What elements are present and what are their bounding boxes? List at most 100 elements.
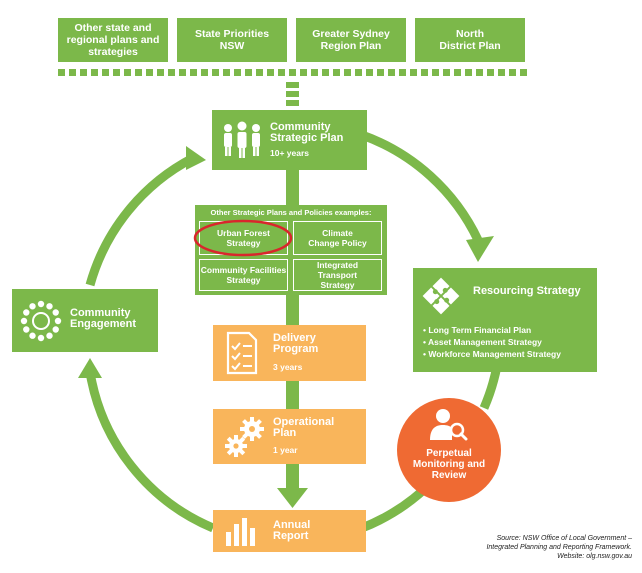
- dot: [58, 69, 65, 76]
- dot: [421, 69, 428, 76]
- community-engagement-box: Community Engagement: [12, 289, 158, 352]
- engagement-title: Community Engagement: [70, 307, 137, 330]
- dot: [286, 91, 299, 97]
- source-note: Source: NSW Office of Local Government –…: [486, 534, 632, 561]
- dot: [212, 69, 219, 76]
- puzzle-icon: [422, 277, 460, 315]
- dot: [80, 69, 87, 76]
- top-box-label: Greater Sydney Region Plan: [312, 28, 390, 52]
- people-group-icon: [224, 121, 260, 158]
- dot: [476, 69, 483, 76]
- delivery-program-box: Delivery Program 3 years: [213, 325, 366, 381]
- community-strategic-plan-box: Community Strategic Plan 10+ years: [212, 110, 367, 170]
- arrow-head-icon: [466, 236, 494, 262]
- delivery-subtitle: 3 years: [273, 362, 303, 372]
- dot: [234, 69, 241, 76]
- person-dot: [23, 326, 30, 333]
- dot: [520, 69, 527, 76]
- top-box-state-priorities: State Priorities NSW: [177, 18, 287, 62]
- dot: [146, 69, 153, 76]
- dot: [91, 69, 98, 76]
- arc-right: [479, 365, 502, 410]
- dot: [245, 69, 252, 76]
- bullet-text: Long Term Financial Plan: [428, 325, 532, 335]
- person-magnifier-icon: [430, 409, 468, 441]
- bullet-item: • Long Term Financial Plan: [423, 325, 532, 335]
- plan-label: Community Facilities Strategy: [200, 265, 287, 285]
- dot: [465, 69, 472, 76]
- top-box-greater-sydney: Greater Sydney Region Plan: [296, 18, 406, 62]
- plan-community-facilities: Community Facilities Strategy: [199, 259, 288, 291]
- dot: [113, 69, 120, 76]
- top-box-north-district: North District Plan: [415, 18, 525, 62]
- dot: [388, 69, 395, 76]
- bullet-item: • Asset Management Strategy: [423, 337, 542, 347]
- source-line: Website: olg.nsw.gov.au: [557, 553, 632, 560]
- dot: [168, 69, 175, 76]
- top-box-label: Other state and regional plans and strat…: [66, 22, 160, 58]
- person-dot: [37, 300, 45, 308]
- resourcing-bullets: • Long Term Financial Plan • Asset Manag…: [423, 324, 561, 360]
- dot: [201, 69, 208, 76]
- resourcing-strategy-box: Resourcing Strategy • Long Term Financia…: [413, 268, 597, 372]
- person-dot: [46, 332, 53, 339]
- plan-label: Urban Forest Strategy: [217, 228, 270, 248]
- source-line: Integrated Planning and Reporting Framew…: [486, 544, 632, 551]
- dot: [443, 69, 450, 76]
- csp-subtitle: 10+ years: [270, 148, 309, 158]
- highlight-ellipse: [193, 219, 293, 257]
- person-dot: [52, 309, 59, 316]
- person-dot: [23, 309, 30, 316]
- checklist-icon: [226, 331, 258, 375]
- dot: [124, 69, 131, 76]
- person-dot: [46, 303, 53, 310]
- annual-title: Annual Report: [273, 519, 311, 542]
- top-box-regional-plans: Other state and regional plans and strat…: [58, 18, 168, 62]
- dot: [267, 69, 274, 76]
- delivery-title: Delivery Program: [273, 332, 319, 355]
- arrow-down-icon: [277, 488, 308, 508]
- dot: [223, 69, 230, 76]
- csp-title: Community Strategic Plan: [270, 121, 344, 144]
- dot: [300, 69, 307, 76]
- dot: [311, 69, 318, 76]
- operational-subtitle: 1 year: [273, 445, 298, 455]
- arrow-head-icon: [78, 358, 102, 378]
- dot: [69, 69, 76, 76]
- person-dot: [29, 303, 36, 310]
- source-line: Source: NSW Office of Local Government –: [496, 535, 632, 542]
- dot: [135, 69, 142, 76]
- operational-title: Operational Plan: [273, 416, 335, 439]
- gears-icon: [225, 417, 264, 457]
- dot: [289, 69, 296, 76]
- operational-plan-box: Operational Plan 1 year: [213, 409, 366, 464]
- monitoring-title: Perpetual Monitoring and Review: [412, 448, 486, 481]
- monitoring-circle: Perpetual Monitoring and Review: [397, 398, 501, 502]
- dot: [278, 69, 285, 76]
- plan-integrated-transport: Integrated Transport Strategy: [293, 259, 382, 291]
- dot: [256, 69, 263, 76]
- dot: [190, 69, 197, 76]
- person-dot: [20, 317, 28, 325]
- dot: [355, 69, 362, 76]
- dot: [487, 69, 494, 76]
- person-dot: [29, 332, 36, 339]
- dot: [509, 69, 516, 76]
- dot: [410, 69, 417, 76]
- arc-top-right: [360, 130, 483, 242]
- dot: [498, 69, 505, 76]
- bar-chart-icon: [226, 518, 255, 546]
- dot: [344, 69, 351, 76]
- person-dot: [37, 334, 45, 342]
- dot: [286, 82, 299, 88]
- resourcing-title: Resourcing Strategy: [473, 285, 581, 297]
- dot: [157, 69, 164, 76]
- other-plans-header: Other Strategic Plans and Policies examp…: [210, 208, 372, 217]
- bullet-text: Workforce Management Strategy: [428, 349, 561, 359]
- top-box-label: State Priorities NSW: [194, 28, 270, 52]
- dot: [454, 69, 461, 76]
- other-strategic-plans-box: Other Strategic Plans and Policies examp…: [193, 205, 387, 295]
- annual-report-box: Annual Report: [213, 510, 366, 552]
- person-dot: [54, 317, 62, 325]
